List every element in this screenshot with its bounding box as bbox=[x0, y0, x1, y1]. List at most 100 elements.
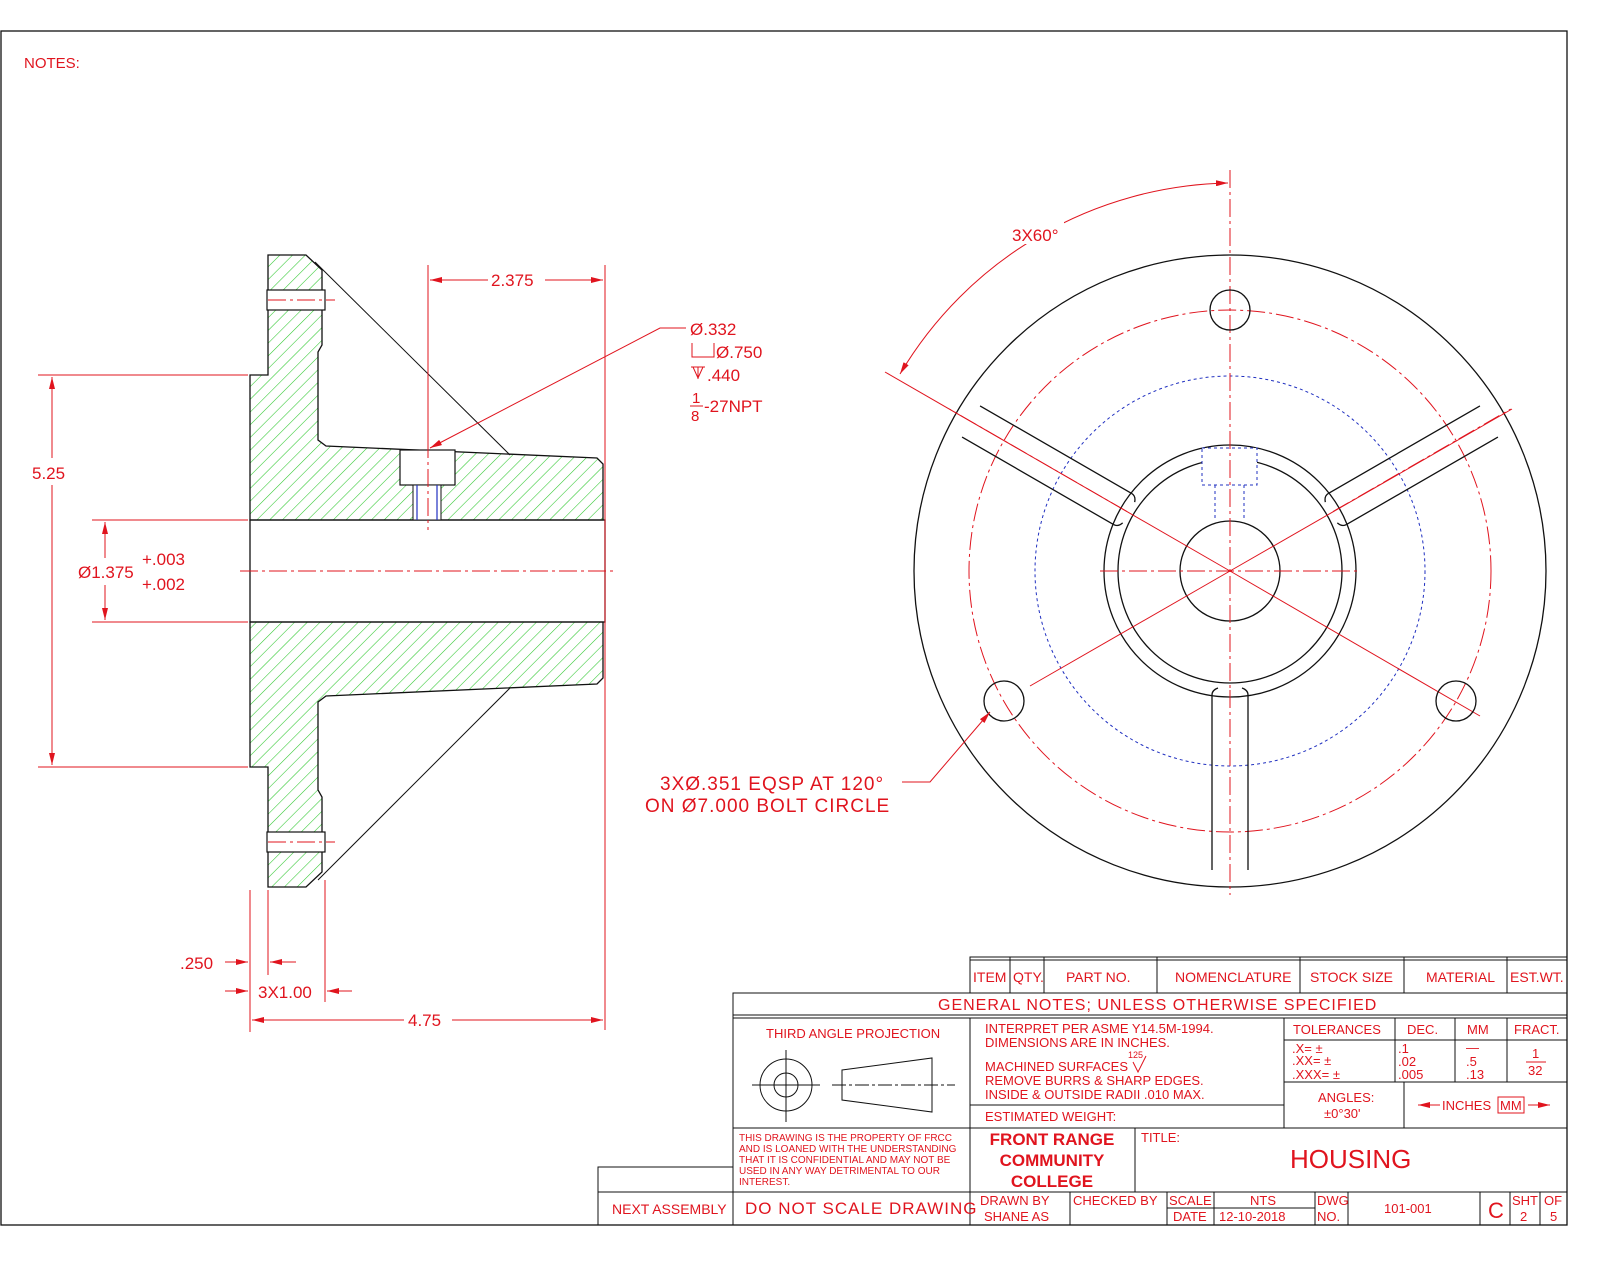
svg-text:INCHES: INCHES bbox=[1442, 1098, 1491, 1113]
drawing-notes: INTERPRET PER ASME Y14.5M-1994. DIMENSIO… bbox=[985, 1021, 1214, 1102]
drawing-border bbox=[0, 30, 1568, 1226]
svg-text:Ø.332: Ø.332 bbox=[690, 320, 736, 339]
svg-text:Ø.750: Ø.750 bbox=[716, 343, 762, 362]
svg-text:.02: .02 bbox=[1398, 1054, 1416, 1069]
svg-text:CHECKED BY: CHECKED BY bbox=[1073, 1193, 1158, 1208]
svg-text:USED IN ANY WAY DETRIMENTAL TO: USED IN ANY WAY DETRIMENTAL TO OUR bbox=[739, 1166, 940, 1177]
svg-text:INTERPRET PER ASME Y14.5M-1994: INTERPRET PER ASME Y14.5M-1994. bbox=[985, 1021, 1214, 1036]
svg-text:ANGLES:: ANGLES: bbox=[1318, 1090, 1374, 1105]
hole-callout: Ø.332 Ø.750 .440 1 8 -27NPT bbox=[690, 320, 763, 425]
svg-text:1: 1 bbox=[692, 390, 700, 407]
angle-dim: 3X60° bbox=[1012, 226, 1059, 245]
svg-text:STOCK SIZE: STOCK SIZE bbox=[1310, 969, 1393, 985]
svg-text:THIS DRAWING IS THE PROPERTY O: THIS DRAWING IS THE PROPERTY OF FRCC bbox=[739, 1133, 952, 1144]
svg-text:.440: .440 bbox=[707, 366, 740, 385]
svg-text:OF: OF bbox=[1544, 1193, 1562, 1208]
flange-hole-upper bbox=[266, 289, 326, 311]
title-label: TITLE: bbox=[1141, 1130, 1180, 1145]
scale: NTS bbox=[1250, 1193, 1276, 1208]
depth-symbol-icon bbox=[691, 366, 705, 380]
title-block: ITEM QTY. PART NO. NOMENCLATURE STOCK SI… bbox=[597, 956, 1568, 1226]
svg-text:.1: .1 bbox=[1398, 1041, 1409, 1056]
section-upper-hatch bbox=[249, 254, 604, 521]
bolt-hole-3 bbox=[1435, 680, 1477, 722]
section-view: 2.375 5.25 Ø1.375 +.003 +.002 .250 3X1.0… bbox=[32, 254, 763, 1032]
svg-text:MM: MM bbox=[1467, 1022, 1489, 1037]
svg-text:NO.: NO. bbox=[1317, 1209, 1340, 1224]
parts-list-header: ITEM QTY. PART NO. NOMENCLATURE STOCK SI… bbox=[973, 969, 1564, 985]
sheet-number: 2 bbox=[1520, 1209, 1527, 1224]
svg-text:125: 125 bbox=[1128, 1050, 1143, 1060]
next-assembly: NEXT ASSEMBLY bbox=[612, 1201, 727, 1217]
svg-text:.XX= ±: .XX= ± bbox=[1292, 1053, 1331, 1068]
third-angle-projection-icon bbox=[752, 1050, 955, 1122]
svg-text:THAT IT IS CONFIDENTIAL AND MA: THAT IT IS CONFIDENTIAL AND MAY NOT BE bbox=[739, 1155, 951, 1166]
svg-text:±0°30': ±0°30' bbox=[1324, 1106, 1361, 1121]
rib-edge-upper bbox=[314, 261, 511, 456]
flange-hole-lower bbox=[266, 831, 326, 853]
svg-text:FRACT.: FRACT. bbox=[1514, 1022, 1560, 1037]
svg-text:EST.WT.: EST.WT. bbox=[1510, 969, 1564, 985]
svg-text:—: — bbox=[1466, 1040, 1479, 1055]
svg-text:1: 1 bbox=[1532, 1046, 1539, 1061]
rib-edge-lower bbox=[317, 687, 511, 881]
tol-plus: +.003 bbox=[142, 550, 185, 569]
svg-text:ITEM: ITEM bbox=[973, 969, 1006, 985]
school-name: FRONT RANGE COMMUNITY COLLEGE bbox=[990, 1130, 1115, 1191]
dim-bore: Ø1.375 bbox=[78, 563, 134, 582]
svg-text:MACHINED SURFACES: MACHINED SURFACES bbox=[985, 1059, 1128, 1074]
drawing-title: HOUSING bbox=[1290, 1144, 1411, 1174]
tolerances-table: TOLERANCES DEC. MM FRACT. .X= ± .XX= ± .… bbox=[1292, 1022, 1560, 1121]
svg-text:-27NPT: -27NPT bbox=[704, 397, 763, 416]
svg-text:INTEREST.: INTEREST. bbox=[739, 1177, 790, 1188]
surface-finish-icon bbox=[1132, 1055, 1147, 1074]
svg-text:.005: .005 bbox=[1398, 1067, 1423, 1082]
svg-text:AND IS LOANED WITH THE UNDERST: AND IS LOANED WITH THE UNDERSTANDING bbox=[739, 1144, 957, 1155]
property-notice: THIS DRAWING IS THE PROPERTY OF FRCC AND… bbox=[739, 1133, 957, 1188]
svg-text:.13: .13 bbox=[1466, 1067, 1484, 1082]
svg-text:NOMENCLATURE: NOMENCLATURE bbox=[1175, 969, 1291, 985]
date: 12-10-2018 bbox=[1219, 1209, 1286, 1224]
front-view: 3X60° 3XØ.351 EQSP AT 120° ON Ø7.000 BOL… bbox=[645, 170, 1547, 895]
dim-250: .250 bbox=[180, 954, 213, 973]
do-not-scale: DO NOT SCALE DRAWING bbox=[745, 1199, 978, 1218]
dwg-no: 101-001 bbox=[1384, 1201, 1432, 1216]
svg-text:SHT: SHT bbox=[1512, 1193, 1538, 1208]
svg-text:PART NO.: PART NO. bbox=[1066, 969, 1131, 985]
svg-text:FRONT RANGE: FRONT RANGE bbox=[990, 1130, 1115, 1149]
tapped-hole bbox=[412, 484, 442, 521]
svg-text:COLLEGE: COLLEGE bbox=[1011, 1172, 1093, 1191]
general-notes-heading: GENERAL NOTES; UNLESS OTHERWISE SPECIFIE… bbox=[938, 997, 1377, 1014]
svg-text:MM: MM bbox=[1500, 1098, 1522, 1113]
svg-text:DRAWN BY: DRAWN BY bbox=[980, 1193, 1050, 1208]
svg-text:REMOVE BURRS & SHARP EDGES.: REMOVE BURRS & SHARP EDGES. bbox=[985, 1073, 1204, 1088]
svg-text:TOLERANCES: TOLERANCES bbox=[1293, 1022, 1381, 1037]
drawn-by: SHANE AS bbox=[984, 1209, 1049, 1224]
projection-label: THIRD ANGLE PROJECTION bbox=[766, 1026, 940, 1041]
svg-text:DATE: DATE bbox=[1173, 1209, 1207, 1224]
bolt-hole-2 bbox=[983, 680, 1025, 722]
svg-text:8: 8 bbox=[691, 408, 699, 425]
estimated-weight: ESTIMATED WEIGHT: bbox=[985, 1109, 1116, 1124]
tol-minus: +.002 bbox=[142, 575, 185, 594]
bolt-callout-2: ON Ø7.000 BOLT CIRCLE bbox=[645, 796, 890, 817]
svg-text:DEC.: DEC. bbox=[1407, 1022, 1438, 1037]
svg-text:MATERIAL: MATERIAL bbox=[1426, 969, 1495, 985]
svg-text:DIMENSIONS ARE IN INCHES.: DIMENSIONS ARE IN INCHES. bbox=[985, 1035, 1170, 1050]
dim-525: 5.25 bbox=[32, 464, 65, 483]
svg-text:COMMUNITY: COMMUNITY bbox=[1000, 1151, 1105, 1170]
bolt-callout-1: 3XØ.351 EQSP AT 120° bbox=[660, 774, 884, 795]
svg-text:SCALE: SCALE bbox=[1169, 1193, 1212, 1208]
counterbore-symbol-icon bbox=[691, 343, 715, 358]
sheet-total: 5 bbox=[1550, 1209, 1557, 1224]
svg-text:.XXX= ±: .XXX= ± bbox=[1292, 1067, 1340, 1082]
rib-slot bbox=[1211, 687, 1249, 895]
svg-text:QTY.: QTY. bbox=[1013, 969, 1044, 985]
svg-text:.5: .5 bbox=[1466, 1054, 1477, 1069]
dim-475: 4.75 bbox=[408, 1011, 441, 1030]
notes-label: NOTES: bbox=[24, 55, 80, 72]
svg-text:INSIDE & OUTSIDE RADII .010 MA: INSIDE & OUTSIDE RADII .010 MAX. bbox=[985, 1087, 1205, 1102]
dim-3x100: 3X1.00 bbox=[258, 983, 312, 1002]
svg-text:32: 32 bbox=[1528, 1063, 1542, 1078]
